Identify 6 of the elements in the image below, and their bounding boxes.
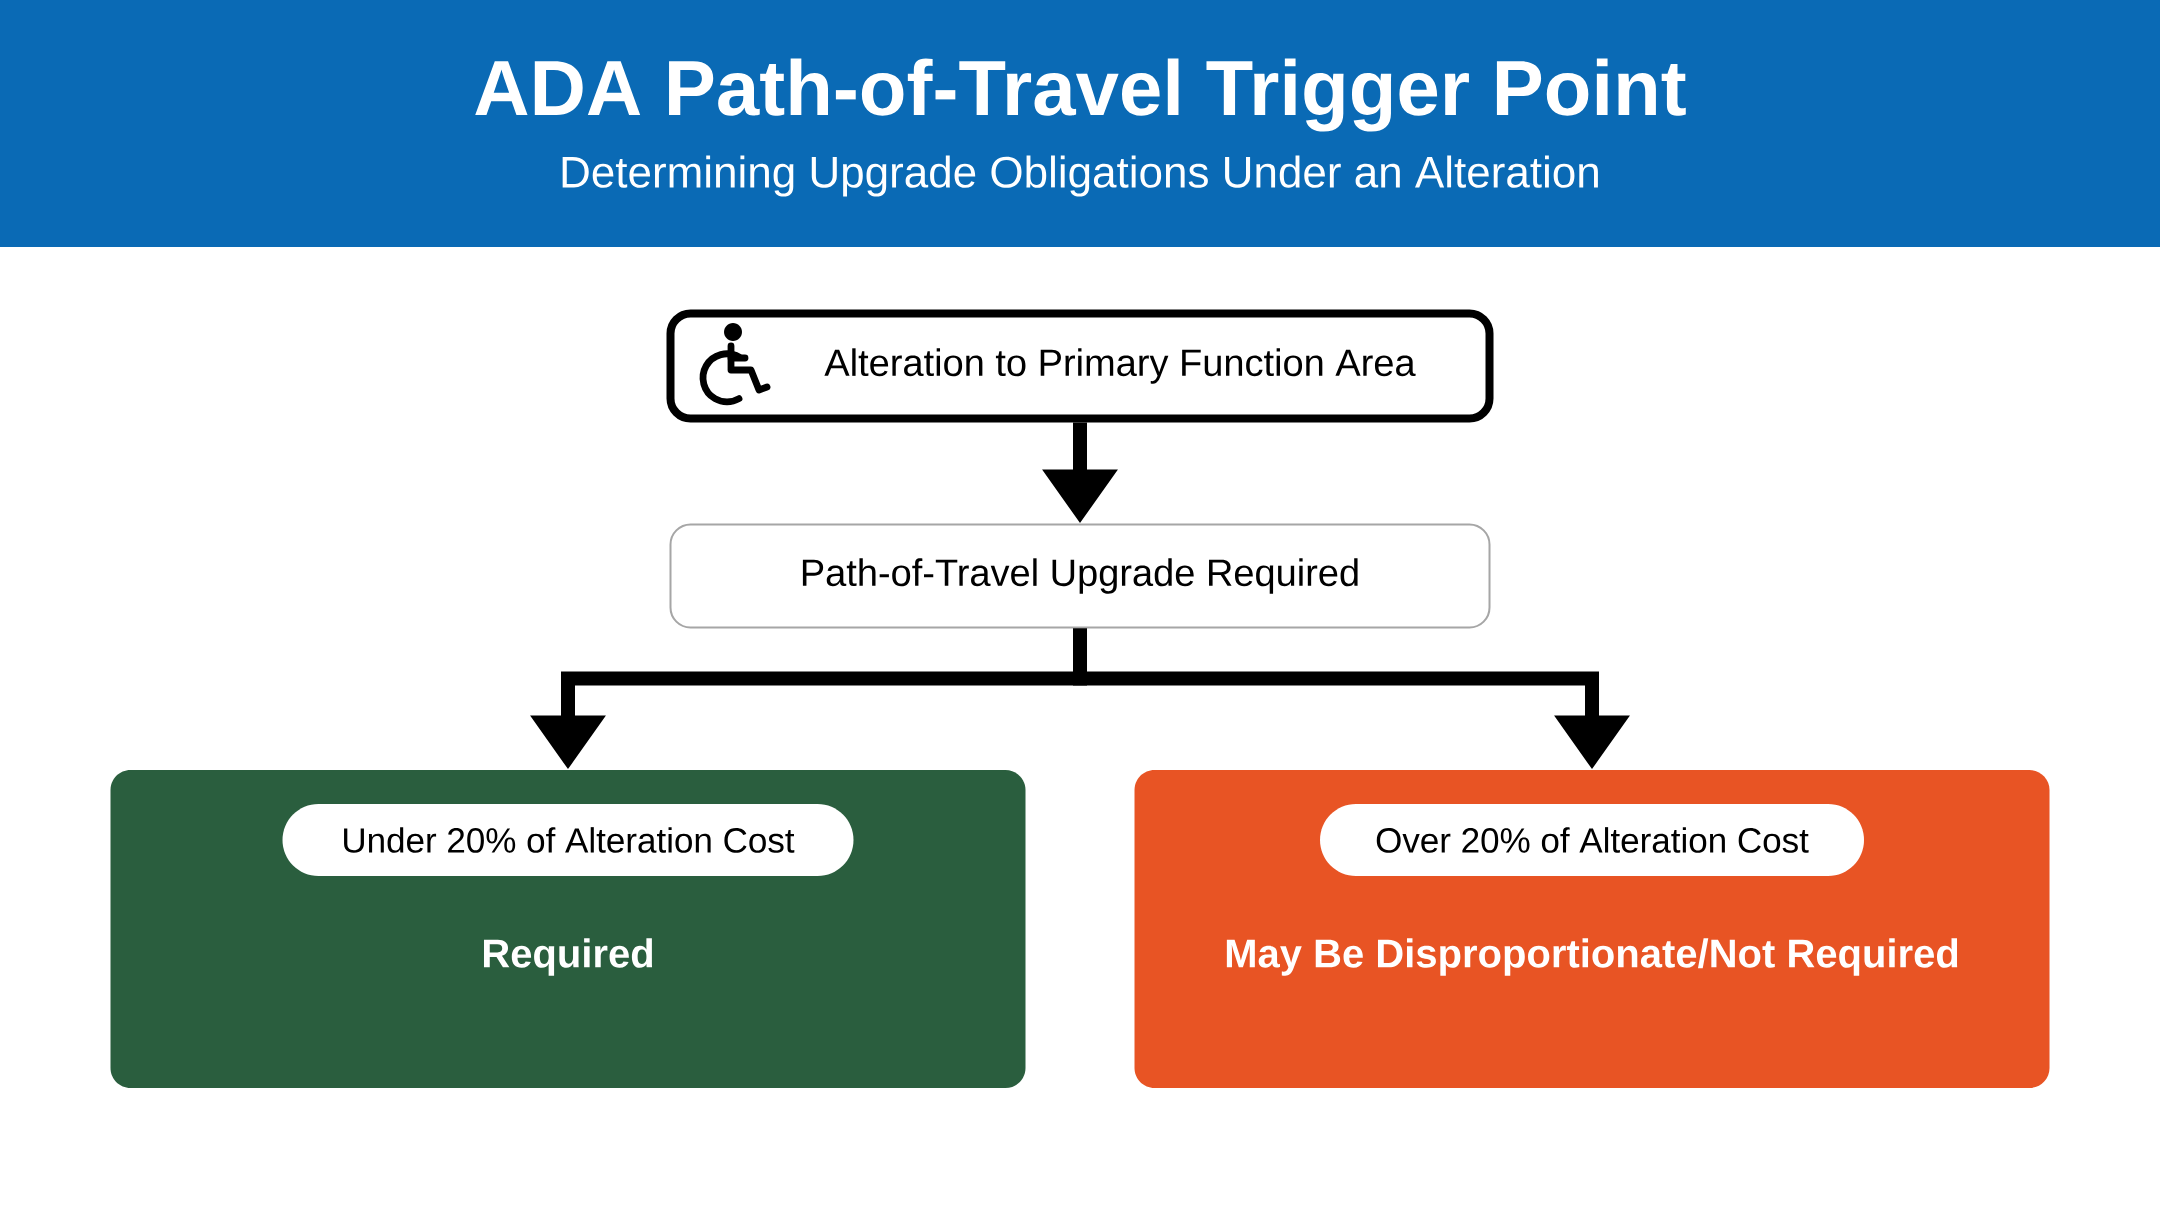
condition-pill: Under 20% of Alteration Cost xyxy=(282,804,854,876)
process-box: Path-of-Travel Upgrade Required xyxy=(669,523,1491,629)
condition-pill: Over 20% of Alteration Cost xyxy=(1320,804,1864,876)
subtitle: Determining Upgrade Obligations Under an Alteration xyxy=(562,155,1598,197)
start-box: Alteration to Primary Function Area xyxy=(666,309,1494,423)
title: ADA Path-of-Travel Trigger Point xyxy=(475,58,1686,132)
